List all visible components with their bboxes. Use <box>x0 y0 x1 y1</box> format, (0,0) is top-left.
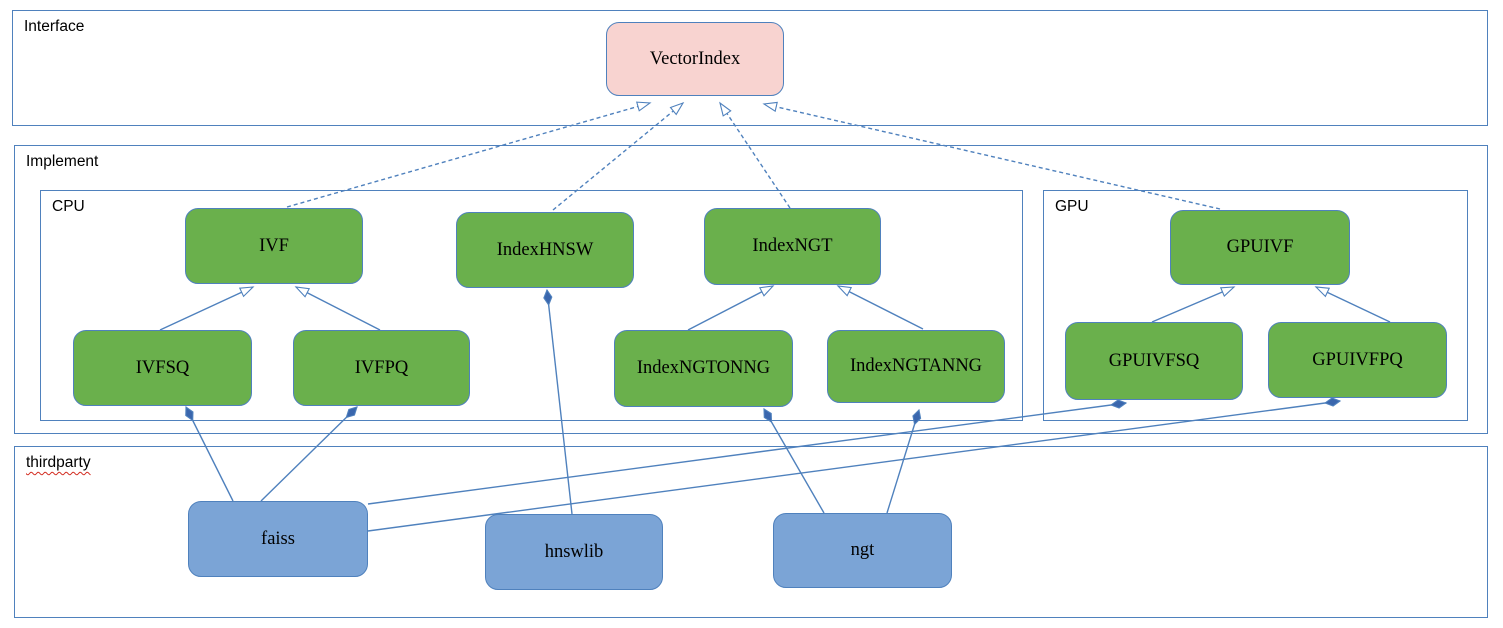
node-ngt[interactable]: ngt <box>773 513 952 588</box>
container-implement-label: Implement <box>26 153 99 170</box>
node-gpuivfsq[interactable]: GPUIVFSQ <box>1065 322 1243 400</box>
node-faiss[interactable]: faiss <box>188 501 368 577</box>
node-ivfsq[interactable]: IVFSQ <box>73 330 252 406</box>
node-gpuivf[interactable]: GPUIVF <box>1170 210 1350 285</box>
node-hnswlib[interactable]: hnswlib <box>485 514 663 590</box>
node-ivfpq[interactable]: IVFPQ <box>293 330 470 406</box>
container-gpu-label: GPU <box>1055 198 1089 215</box>
container-thirdparty-label: thirdparty <box>26 454 91 471</box>
node-vectorindex[interactable]: VectorIndex <box>606 22 784 96</box>
node-indexhnsw[interactable]: IndexHNSW <box>456 212 634 288</box>
node-indexngt[interactable]: IndexNGT <box>704 208 881 285</box>
node-indexngtonng[interactable]: IndexNGTONNG <box>614 330 793 407</box>
container-cpu-label: CPU <box>52 198 85 215</box>
node-gpuivfpq[interactable]: GPUIVFPQ <box>1268 322 1447 398</box>
node-indexngtanng[interactable]: IndexNGTANNG <box>827 330 1005 403</box>
node-ivf[interactable]: IVF <box>185 208 363 284</box>
container-interface-label: Interface <box>24 18 85 35</box>
